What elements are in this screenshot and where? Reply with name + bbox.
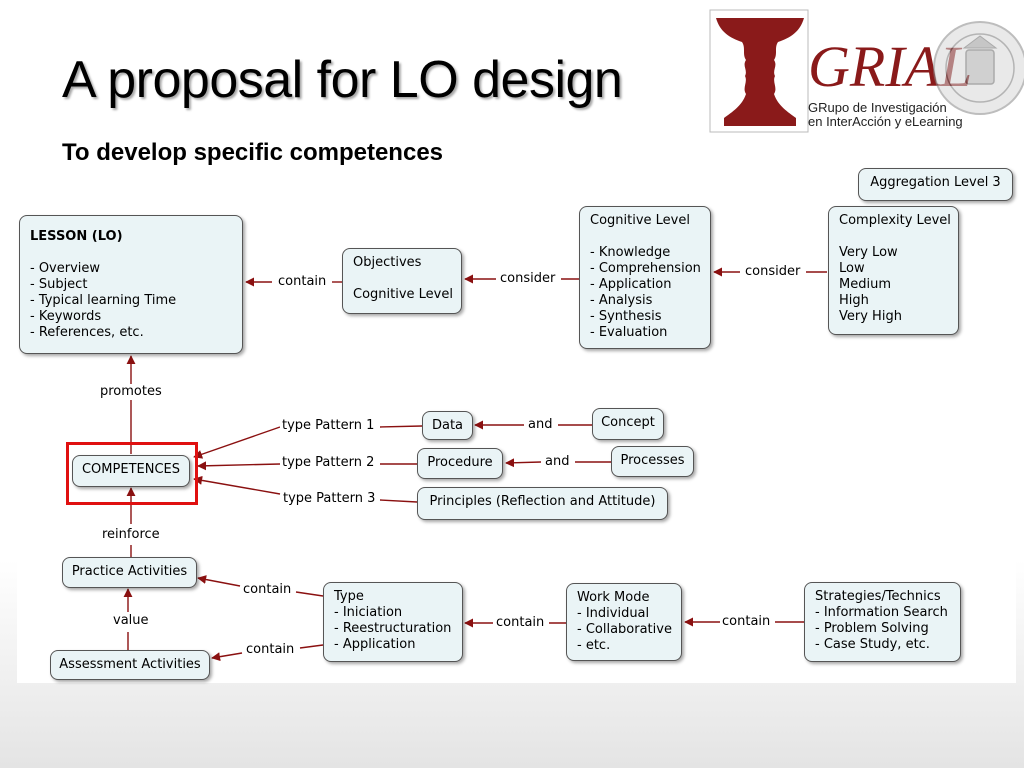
slide-title: A proposal for LO design [62,51,623,109]
practice-activities-node: Practice Activities [62,557,197,588]
concept-text: Concept [601,415,655,430]
strategies-item: - Case Study, etc. [815,637,930,652]
cognitive-level-node: Cognitive Level - Knowledge - Comprehens… [579,206,711,349]
aggregation-level-text: Aggregation Level 3 [870,175,1001,190]
objectives-line: Objectives [353,255,422,270]
link-label-and: and [526,417,555,433]
cognitive-level-item: - Synthesis [590,309,662,324]
type-title: Type [334,589,364,604]
lesson-item: - Overview [30,261,101,276]
complexity-level-item: Very High [839,309,902,324]
type-item: - Reestructuration [334,621,452,636]
complexity-level-item: Medium [839,277,891,292]
link-label-value: value [111,613,151,629]
link-label-contain: contain [720,614,773,630]
complexity-level-item: High [839,293,869,308]
link-label-contain: contain [494,615,547,631]
cognitive-level-item: - Evaluation [590,325,668,340]
procedure-text: Procedure [427,455,493,470]
work-mode-title: Work Mode [577,590,650,605]
type-item: - Application [334,637,416,652]
competences-text: COMPETENCES [81,462,180,477]
objectives-line: Cognitive Level [353,287,453,302]
concept-node: Concept [592,408,664,440]
lesson-node: LESSON (LO) - Overview - Subject - Typic… [19,215,243,354]
lesson-item: - Subject [30,277,88,292]
strategies-item: - Problem Solving [815,621,929,636]
practice-activities-text: Practice Activities [71,564,188,579]
competences-highlight [66,442,198,505]
link-label-type-pattern-2: type Pattern 2 [280,455,377,471]
link-label-reinforce: reinforce [100,527,162,543]
strategies-item: - Information Search [815,605,948,620]
link-label-consider: consider [498,271,558,287]
complexity-level-title: Complexity Level [839,213,951,228]
principles-node: Principles (Reflection and Attitude) [417,487,668,520]
cognitive-level-item: - Comprehension [590,261,701,276]
link-label-contain: contain [276,274,329,290]
work-mode-item: - Individual [577,606,650,621]
cognitive-level-title: Cognitive Level [590,213,690,228]
procedure-node: Procedure [417,448,503,479]
link-label-and: and [543,454,572,470]
data-text: Data [431,418,464,433]
type-item: - Iniciation [334,605,403,620]
processes-node: Processes [611,446,694,477]
logo-line2: en InterAcción y eLearning [808,114,963,129]
work-mode-node: Work Mode - Individual - Collaborative -… [566,583,682,661]
processes-text: Processes [620,453,685,468]
data-node: Data [422,411,473,440]
objectives-node: Objectives Cognitive Level [342,248,462,314]
logo-line1: GRupo de Investigación [808,100,947,115]
strategies-title: Strategies/Technics [815,589,941,604]
lesson-title: LESSON (LO) [30,229,123,244]
link-label-consider: consider [743,264,803,280]
link-label-type-pattern-3: type Pattern 3 [281,491,378,507]
cognitive-level-item: - Application [590,277,672,292]
slide-subtitle: To develop specific competences [62,139,444,166]
link-label-contain: contain [244,642,297,658]
cognitive-level-item: - Knowledge [590,245,671,260]
assessment-activities-node: Assessment Activities [50,650,210,680]
lesson-item: - Typical learning Time [30,293,177,308]
lesson-item: - References, etc. [30,325,144,340]
complexity-level-node: Complexity Level Very Low Low Medium Hig… [828,206,959,335]
link-label-promotes: promotes [98,384,164,400]
cognitive-level-item: - Analysis [590,293,653,308]
university-seal-icon [933,21,1024,115]
grial-logo: GRIAL GRupo de Investigación en InterAcc… [708,8,1024,138]
principles-text: Principles (Reflection and Attitude) [429,494,656,509]
link-label-type-pattern-1: type Pattern 1 [280,418,377,434]
competences-node: COMPETENCES [72,455,190,487]
complexity-level-item: Very Low [839,245,898,260]
lesson-item: - Keywords [30,309,102,324]
work-mode-item: - etc. [577,638,611,653]
work-mode-item: - Collaborative [577,622,672,637]
type-node: Type - Iniciation - Reestructuration - A… [323,582,463,662]
assessment-activities-text: Assessment Activities [59,657,201,672]
link-label-contain: contain [241,582,294,598]
aggregation-level-node: Aggregation Level 3 [858,168,1013,201]
complexity-level-item: Low [839,261,865,276]
strategies-node: Strategies/Technics - Information Search… [804,582,961,662]
